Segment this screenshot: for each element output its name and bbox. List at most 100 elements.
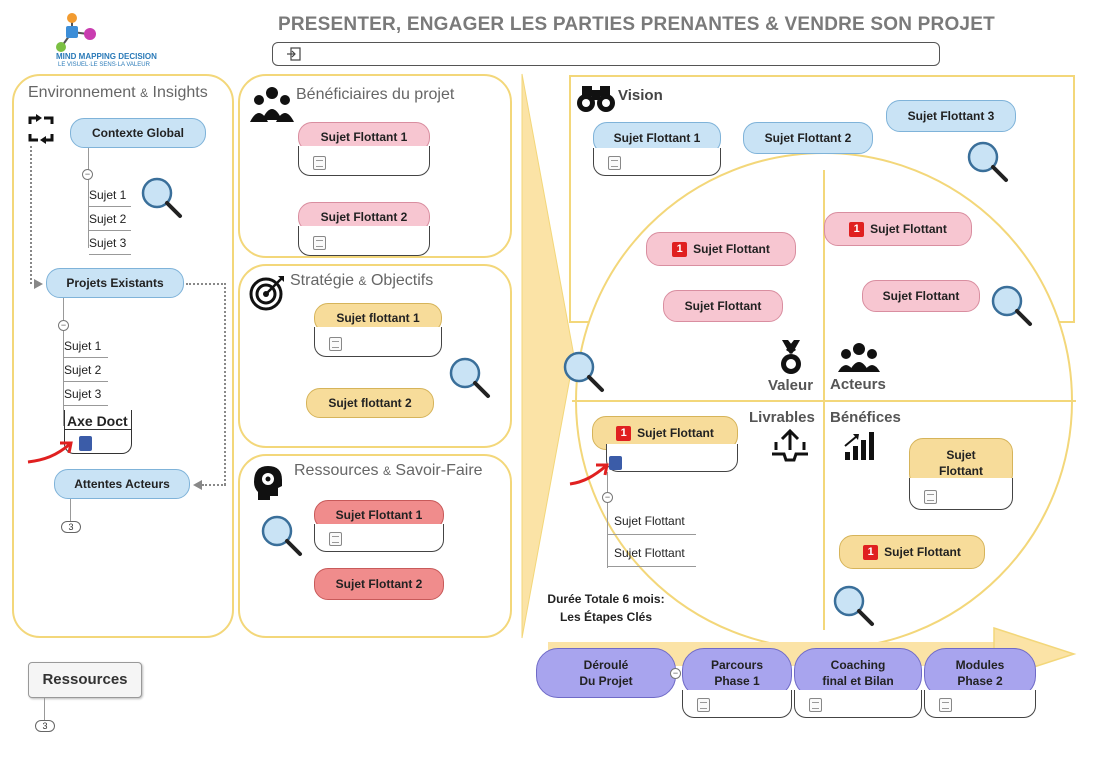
people-group-icon	[250, 87, 294, 122]
logo: MIND MAPPING DECISION LE VISUEL·LE SENS·…	[48, 12, 208, 68]
arrow-left-icon	[193, 480, 202, 490]
magnifier-icon[interactable]	[966, 140, 1010, 184]
enter-icon[interactable]	[287, 47, 301, 61]
timeline-step-1[interactable]: Déroulé Du Projet	[536, 648, 676, 698]
note-icon	[809, 698, 822, 712]
priority-1-badge: 1	[863, 544, 879, 560]
projets-connector	[63, 298, 64, 426]
axe-doct-label: Axe Doct	[65, 410, 131, 430]
attentes-connector	[70, 499, 71, 521]
acteurs-item-1-label: Sujet Flottant	[870, 222, 947, 236]
note-icon	[329, 337, 342, 351]
vision-item-3[interactable]: Sujet Flottant 3	[886, 100, 1016, 132]
red-arrow-icon	[569, 463, 609, 486]
attentes-acteurs-node[interactable]: Attentes Acteurs	[54, 469, 190, 499]
note-icon	[608, 156, 621, 170]
magnifier-icon[interactable]	[832, 584, 876, 628]
contexte-collapse-toggle[interactable]: −	[82, 169, 93, 180]
note-icon	[697, 698, 710, 712]
timeline-step-4-line-2: Phase 2	[957, 674, 1003, 688]
acteurs-label: Acteurs	[830, 376, 886, 393]
valeur-item-2[interactable]: Sujet Flottant	[663, 290, 783, 322]
bar-chart-icon	[844, 432, 874, 460]
strategie-item-2[interactable]: Sujet flottant 2	[306, 388, 434, 418]
livrables-sub-2[interactable]: Sujet Flottant	[608, 546, 696, 567]
livrables-collapse-toggle[interactable]: −	[602, 492, 613, 503]
acteurs-item-2[interactable]: Sujet Flottant	[862, 280, 980, 312]
livrables-label: Livrables	[749, 409, 815, 426]
magnifier-icon[interactable]	[260, 514, 304, 558]
timeline-step-1-line-1: Déroulé	[583, 658, 629, 672]
magnifier-icon[interactable]	[140, 176, 184, 220]
target-icon	[249, 276, 284, 311]
magnifier-icon[interactable]	[990, 284, 1034, 328]
magnifier-icon[interactable]	[448, 356, 492, 400]
contexte-sub-2[interactable]: Sujet 2	[89, 212, 131, 231]
axe-doct-node[interactable]: Axe Doct	[64, 410, 132, 454]
note-icon	[939, 698, 952, 712]
note-icon	[313, 156, 326, 170]
beneficiaires-note-1[interactable]	[298, 146, 430, 176]
environnement-title: Environnement & Insights	[28, 84, 208, 101]
ressources-label: Ressources	[42, 671, 128, 688]
logo-mark-icon	[56, 13, 96, 52]
contexte-global-node[interactable]: Contexte Global	[70, 118, 206, 148]
chevron-arrow-shape	[521, 73, 575, 639]
binoculars-icon	[577, 86, 615, 112]
benefices-item-1-line-2: Flottant	[939, 464, 983, 478]
priority-1-badge: 1	[672, 241, 688, 257]
document-icon[interactable]	[609, 456, 622, 470]
projets-sub-1[interactable]: Sujet 1	[64, 339, 108, 358]
acteurs-item-1[interactable]: 1 Sujet Flottant	[824, 212, 972, 246]
livrables-main-label: Sujet Flottant	[637, 426, 714, 440]
ressources-connector	[44, 698, 45, 720]
document-icon[interactable]	[79, 436, 92, 451]
strategie-note-1[interactable]	[314, 327, 442, 357]
duree-line-2: Les Étapes Clés	[559, 610, 653, 624]
livrables-sub-1[interactable]: Sujet Flottant	[608, 514, 696, 535]
timeline-note-2[interactable]	[682, 690, 792, 718]
benefices-note-1[interactable]	[909, 478, 1013, 510]
dotted-connector-down	[224, 283, 226, 485]
contexte-sub-3[interactable]: Sujet 3	[89, 236, 131, 255]
upload-icon	[772, 428, 808, 462]
timeline-note-4[interactable]	[924, 690, 1036, 718]
contexte-sub-1[interactable]: Sujet 1	[89, 188, 131, 207]
attentes-count-badge[interactable]: 3	[61, 521, 81, 533]
ressources-savoir-item-2[interactable]: Sujet Flottant 2	[314, 568, 444, 600]
note-icon	[329, 532, 342, 546]
note-icon	[313, 236, 326, 250]
vision-item-2[interactable]: Sujet Flottant 2	[743, 122, 873, 154]
projets-existants-node[interactable]: Projets Existants	[46, 268, 184, 298]
ressources-savoir-title: Ressources & Savoir-Faire	[294, 462, 483, 479]
livrables-note[interactable]	[606, 444, 738, 472]
beneficiaires-note-2[interactable]	[298, 226, 430, 256]
page-title: PRESENTER, ENGAGER LES PARTIES PRENANTES…	[278, 14, 995, 35]
contexte-connector	[88, 148, 89, 248]
timeline-step-1-line-2: Du Projet	[579, 674, 633, 688]
projets-collapse-toggle[interactable]: −	[58, 320, 69, 331]
valeur-label: Valeur	[768, 377, 814, 394]
cycle-icon	[28, 114, 54, 144]
magnifier-icon[interactable]	[562, 350, 606, 394]
vision-note-1[interactable]	[593, 148, 721, 176]
timeline-collapse-toggle[interactable]: −	[670, 668, 681, 679]
timeline-step-2-line-1: Parcours	[710, 658, 764, 672]
projets-sub-3[interactable]: Sujet 3	[64, 387, 108, 406]
ressources-savoir-note-1[interactable]	[314, 524, 444, 552]
dotted-connector-back	[202, 484, 226, 486]
duree-text: Durée Totale 6 mois: Les Étapes Clés	[536, 590, 676, 626]
priority-1-badge: 1	[849, 221, 865, 237]
benefices-item-1-line-1: Sujet	[946, 448, 976, 462]
livrables-connector	[607, 472, 608, 568]
title-bar[interactable]	[272, 42, 940, 66]
timeline-note-3[interactable]	[794, 690, 922, 718]
ressources-node[interactable]: Ressources	[28, 662, 142, 698]
timeline-step-3[interactable]: Coaching final et Bilan	[794, 648, 922, 698]
vision-label: Vision	[618, 87, 663, 104]
ressources-count-badge[interactable]: 3	[35, 720, 55, 732]
dotted-connector-left	[30, 146, 32, 284]
projets-sub-2[interactable]: Sujet 2	[64, 363, 108, 382]
